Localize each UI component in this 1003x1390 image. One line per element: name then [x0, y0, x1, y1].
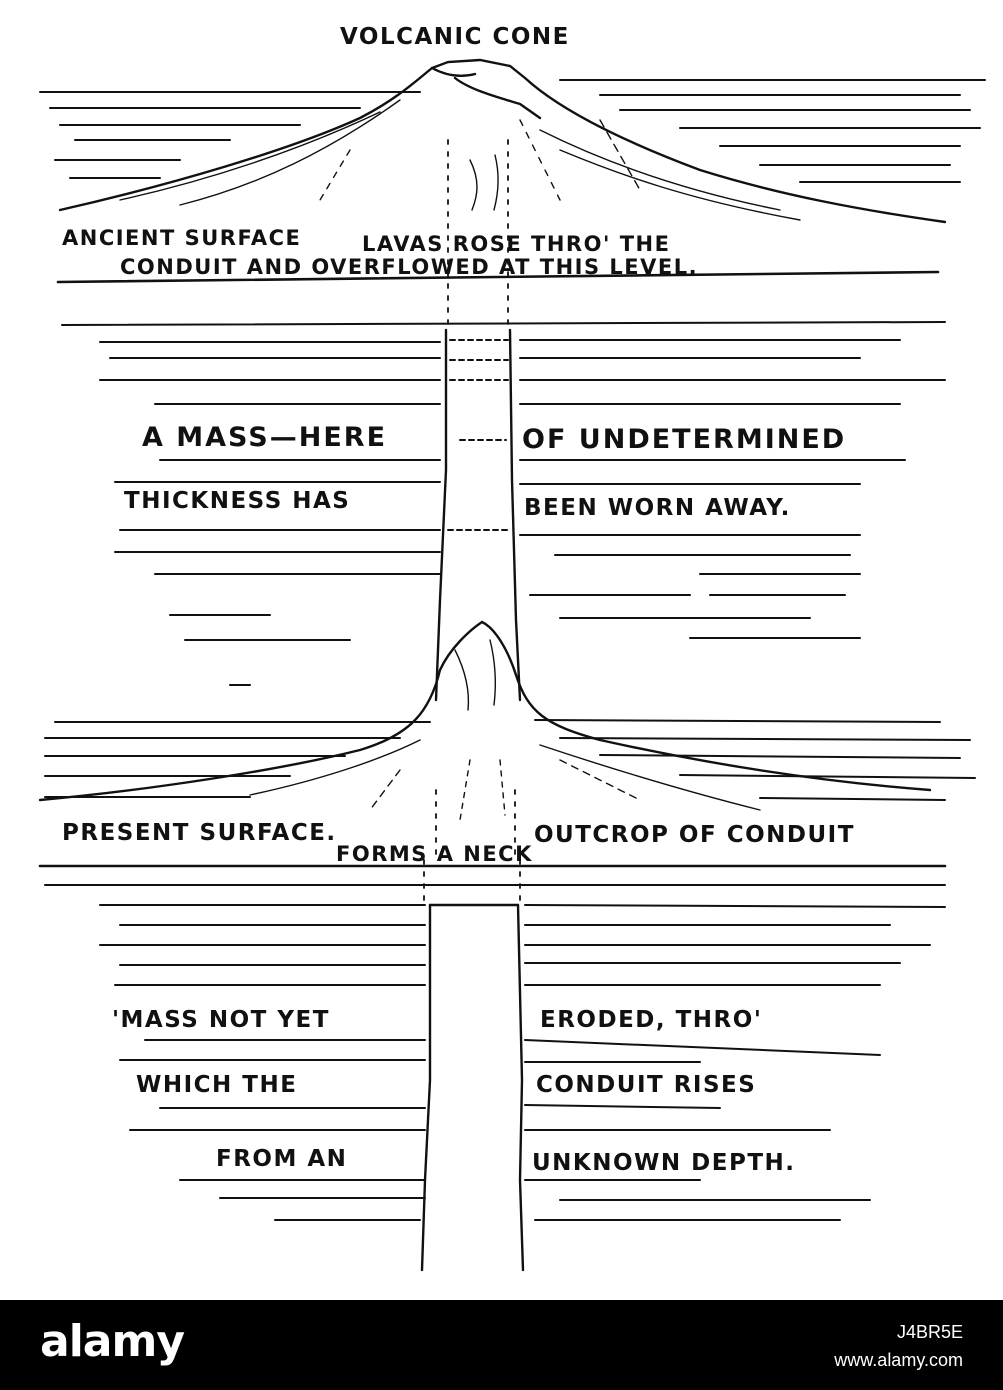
watermark-footer: alamy J4BR5E www.alamy.com	[0, 1300, 1003, 1390]
image-id: J4BR5E	[896, 1322, 963, 1342]
label-ancient-surface: ANCIENT SURFACE	[62, 226, 302, 250]
label-from-an: FROM AN	[216, 1146, 348, 1172]
label-thickness-has: THICKNESS HAS	[124, 488, 351, 514]
lower-mass-strata	[44, 884, 946, 1221]
label-of-undetermined: OF UNDETERMINED	[522, 424, 847, 455]
label-volcanic-cone: VOLCANIC CONE	[340, 24, 570, 50]
label-been-worn-away: BEEN WORN AWAY.	[524, 495, 791, 521]
label-conduit-overflowed: CONDUIT AND OVERFLOWED AT THIS LEVEL.	[120, 255, 699, 279]
label-eroded-thro: ERODED, THRO'	[540, 1007, 763, 1033]
ancient-horizon-lines	[39, 79, 986, 183]
label-which-the: WHICH THE	[136, 1072, 298, 1098]
label-outcrop-of-conduit: OUTCROP OF CONDUIT	[534, 822, 855, 848]
label-forms-a-neck: FORMS A NECK	[336, 842, 533, 866]
lower-conduit-walls	[420, 903, 525, 1272]
label-a-mass-here: A MASS—HERE	[142, 422, 388, 453]
volcano-cross-section	[38, 58, 986, 1272]
label-unknown-depth: UNKNOWN DEPTH.	[532, 1150, 796, 1176]
label-mass-not-yet: 'MASS NOT YET	[112, 1007, 330, 1033]
conduit-walls	[434, 328, 522, 702]
volcanic-cone	[58, 58, 947, 224]
label-conduit-rises: CONDUIT RISES	[536, 1072, 757, 1098]
label-lavas-rose: LAVAS ROSE THRO' THE	[362, 232, 671, 256]
ancient-conduit-dotted	[423, 139, 521, 901]
ancient-surface-line	[56, 270, 940, 284]
site-url: www.alamy.com	[834, 1350, 963, 1370]
eroded-mass-strata	[61, 321, 946, 686]
diagram-canvas: VOLCANIC CONE ANCIENT SURFACE LAVAS ROSE…	[38, 24, 986, 1272]
present-surface-strata	[44, 719, 976, 801]
alamy-logo: alamy	[40, 1316, 185, 1367]
label-present-surface: PRESENT SURFACE.	[62, 820, 337, 846]
